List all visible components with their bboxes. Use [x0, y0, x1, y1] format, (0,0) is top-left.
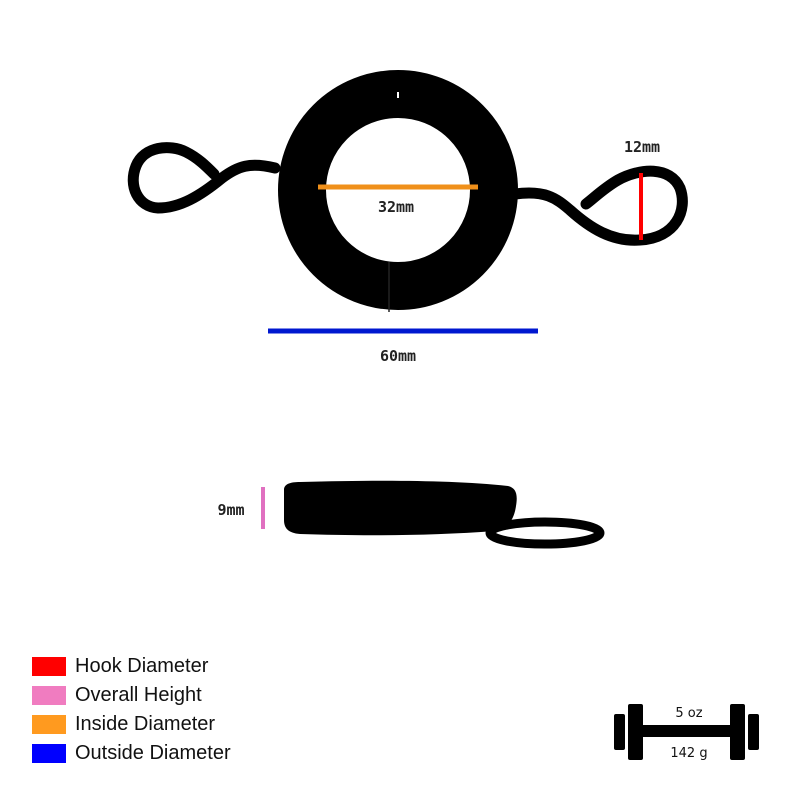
height-label: 9mm — [217, 501, 244, 519]
ring-side-view — [284, 480, 605, 549]
left-hook — [127, 142, 281, 214]
dumbbell-icon — [614, 704, 759, 760]
side-disc — [284, 480, 517, 536]
legend: Hook Diameter Overall Height Inside Diam… — [32, 652, 231, 768]
legend-label: Inside Diameter — [75, 713, 216, 735]
ring — [278, 70, 518, 310]
legend-label: Outside Diameter — [75, 742, 231, 764]
hook-diameter-label: 12mm — [624, 138, 660, 156]
inside-diameter-label: 32mm — [378, 198, 414, 216]
ring-top-view — [127, 70, 688, 312]
weight-metric: 142 g — [670, 746, 707, 761]
outside-diameter-label: 60mm — [380, 347, 416, 365]
right-hook — [509, 165, 688, 246]
legend-item-outside-diameter: Outside Diameter — [32, 739, 231, 768]
legend-label: Overall Height — [75, 684, 202, 706]
legend-swatch — [32, 744, 66, 763]
legend-swatch — [32, 715, 66, 734]
weight-imperial: 5 oz — [675, 706, 702, 721]
legend-swatch — [32, 657, 66, 676]
side-hook — [485, 517, 605, 549]
legend-label: Hook Diameter — [75, 655, 209, 677]
legend-swatch — [32, 686, 66, 705]
legend-item-inside-diameter: Inside Diameter — [32, 710, 231, 739]
legend-item-hook-diameter: Hook Diameter — [32, 652, 231, 681]
legend-item-overall-height: Overall Height — [32, 681, 231, 710]
